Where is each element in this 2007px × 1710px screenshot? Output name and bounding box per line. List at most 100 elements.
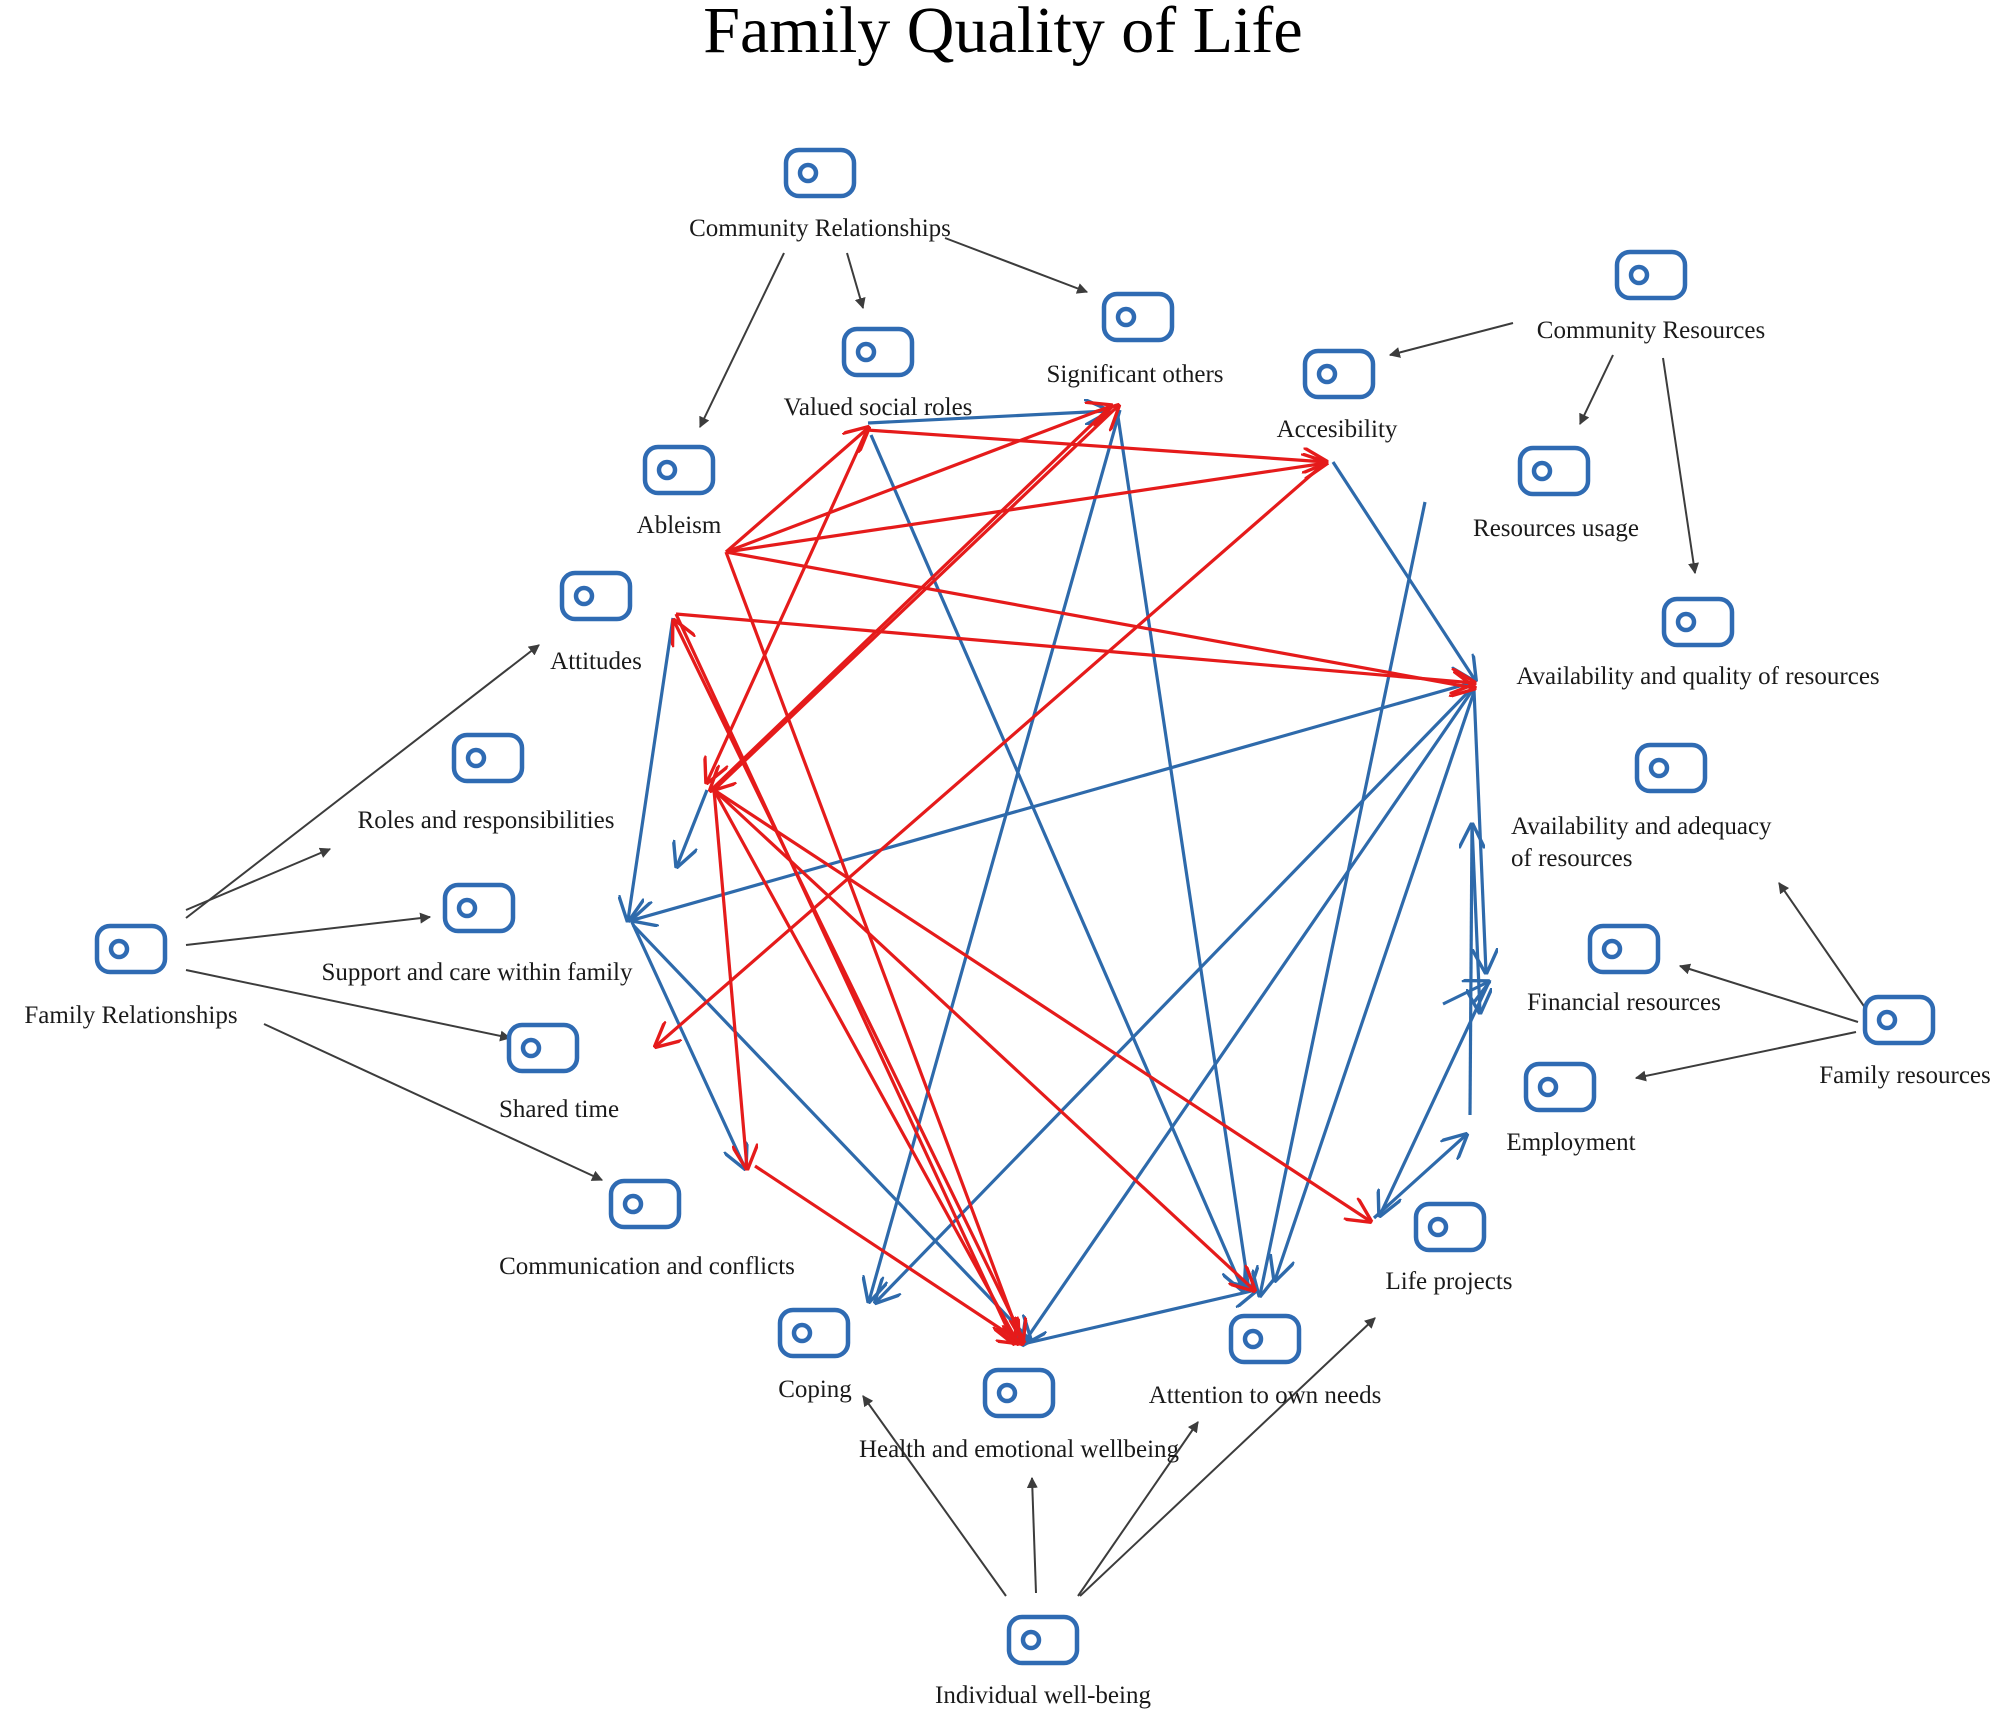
hierarchy-arrow xyxy=(1026,1476,1038,1594)
blue-relation-arrow xyxy=(867,411,1108,423)
red-relation-arrow xyxy=(674,621,1027,1344)
node-label: Communication and conflicts xyxy=(499,1253,795,1280)
code-node-icon xyxy=(1862,994,1936,1046)
node-coping[interactable]: Coping xyxy=(777,1307,852,1403)
node-label: Valued social roles xyxy=(784,394,973,421)
code-node-icon xyxy=(1302,348,1376,400)
node-life-projects[interactable]: Life projects xyxy=(1385,1201,1513,1295)
node-accesibility[interactable]: Accesibility xyxy=(1277,348,1398,443)
red-relation-arrow xyxy=(707,429,869,782)
red-relation-arrow xyxy=(725,550,1474,688)
blue-relation-edges xyxy=(628,410,1490,1344)
code-node-icon xyxy=(1523,1061,1597,1113)
code-node-icon xyxy=(559,570,633,622)
code-node-icon xyxy=(982,1367,1056,1419)
red-relation-arrow xyxy=(712,789,1018,1343)
node-label: Health and emotional wellbeing xyxy=(859,1436,1180,1463)
node-communication-conflicts[interactable]: Communication and conflicts xyxy=(499,1178,795,1280)
hierarchy-arrow xyxy=(1778,882,1869,1013)
node-label: Ableism xyxy=(637,512,722,539)
blue-relation-arrow xyxy=(1331,461,1475,680)
hierarchy-arrow xyxy=(862,1395,1007,1597)
code-node-icon xyxy=(94,923,168,975)
hierarchy-arrow xyxy=(185,847,332,911)
node-label: Support and care within family xyxy=(321,959,633,986)
node-label: Availability and quality of resources xyxy=(1516,663,1879,690)
node-availability-quality[interactable]: Availability and quality of resources xyxy=(1516,596,1880,690)
blue-relation-arrow xyxy=(1442,982,1488,1006)
red-relation-arrow xyxy=(674,613,1014,1343)
red-relation-arrow xyxy=(724,428,868,554)
node-label: Shared time xyxy=(499,1096,619,1123)
node-label: Attention to own needs xyxy=(1149,1382,1382,1409)
node-individual-wellbeing[interactable]: Individual well-being xyxy=(935,1614,1151,1709)
blue-relation-arrow xyxy=(1372,1135,1466,1220)
red-relation-arrow xyxy=(712,788,1254,1290)
node-family-resources[interactable]: Family resources xyxy=(1819,994,1991,1089)
blue-relation-arrow xyxy=(1260,501,1427,1295)
blue-relation-arrow xyxy=(876,684,1476,1302)
hierarchy-arrow xyxy=(185,644,540,919)
code-node-icon xyxy=(1634,742,1708,794)
node-valued-social-roles[interactable]: Valued social roles xyxy=(784,326,973,421)
node-financial-resources[interactable]: Financial resources xyxy=(1527,923,1721,1016)
node-label: Community Resources xyxy=(1537,317,1765,344)
hierarchy-arrow xyxy=(944,237,1089,294)
red-relation-arrow xyxy=(725,463,1326,554)
code-node-icon xyxy=(506,1022,580,1074)
blue-relation-arrow xyxy=(1023,687,1476,1344)
red-relation-arrow xyxy=(866,428,1326,462)
hierarchy-arrow xyxy=(1634,1031,1857,1082)
blue-relation-arrow xyxy=(629,919,745,1168)
code-node-icon xyxy=(1517,445,1591,497)
hierarchy-arrow xyxy=(263,1023,603,1181)
node-community-relationships[interactable]: Community Relationships xyxy=(689,147,951,242)
red-relation-arrow xyxy=(656,460,1328,1046)
node-resources-usage[interactable]: Resources usage xyxy=(1473,445,1639,542)
node-label: Family Relationships xyxy=(24,1002,237,1029)
node-health-emotional[interactable]: Health and emotional wellbeing xyxy=(859,1367,1180,1463)
node-shared-time[interactable]: Shared time xyxy=(499,1022,619,1123)
node-attitudes[interactable]: Attitudes xyxy=(550,570,642,675)
hierarchy-arrow xyxy=(185,912,432,946)
hierarchy-arrow xyxy=(846,252,866,310)
node-label: Community Relationships xyxy=(689,215,951,242)
node-label: Financial resources xyxy=(1527,989,1721,1016)
node-roles-responsibilities[interactable]: Roles and responsibilities xyxy=(358,732,615,834)
code-node-icon xyxy=(841,326,915,378)
hierarchy-arrow xyxy=(1678,963,1859,1023)
code-node-icon xyxy=(1614,249,1688,301)
red-relation-arrow xyxy=(712,789,747,1168)
code-node-icon xyxy=(1228,1313,1302,1365)
code-node-icon xyxy=(1587,923,1661,975)
node-employment[interactable]: Employment xyxy=(1506,1061,1636,1156)
node-label: Resources usage xyxy=(1473,515,1639,542)
blue-relation-arrow xyxy=(869,434,1243,1290)
red-relation-arrow xyxy=(725,406,1111,554)
node-family-relationships[interactable]: Family Relationships xyxy=(24,923,238,1029)
node-support-care[interactable]: Support and care within family xyxy=(321,882,633,986)
node-community-resources[interactable]: Community Resources xyxy=(1537,249,1765,344)
hierarchy-arrow xyxy=(1079,1317,1376,1597)
node-label: Attitudes xyxy=(550,648,642,675)
blue-relation-arrow xyxy=(631,923,1030,1340)
node-label: Accesibility xyxy=(1277,416,1398,443)
code-node-icon xyxy=(1661,596,1735,648)
blue-relation-arrow xyxy=(1380,979,1492,1215)
code-node-icon xyxy=(1006,1614,1080,1666)
blue-relation-arrow xyxy=(677,789,709,866)
hierarchy-arrow xyxy=(1579,354,1614,425)
node-label: Significant others xyxy=(1046,361,1223,388)
code-node-icon xyxy=(451,732,525,784)
node-significant-others[interactable]: Significant others xyxy=(1046,291,1224,388)
node-ableism[interactable]: Ableism xyxy=(637,444,722,539)
blue-relation-arrow xyxy=(1472,824,1480,1012)
code-node-icon xyxy=(777,1307,851,1359)
red-relation-arrow xyxy=(724,551,1022,1343)
node-attention-own-needs[interactable]: Attention to own needs xyxy=(1149,1313,1382,1409)
hierarchy-arrow xyxy=(699,252,785,428)
code-node-icon xyxy=(642,444,716,496)
